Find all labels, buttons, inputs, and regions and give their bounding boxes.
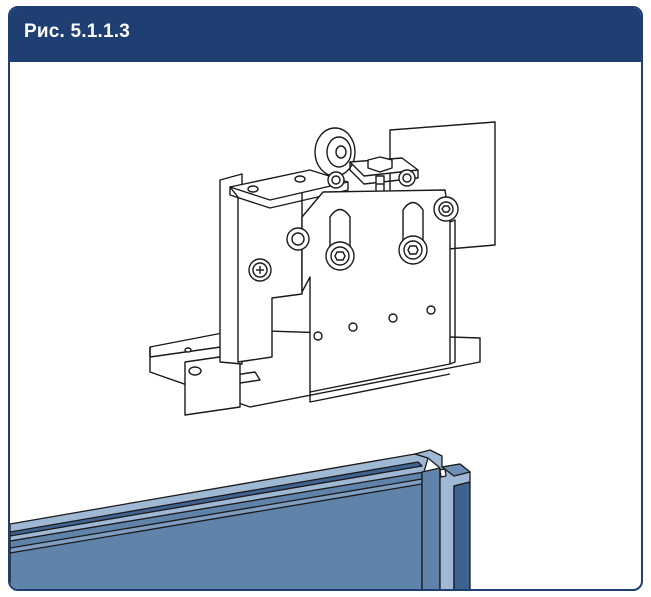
profile-end-cap	[421, 467, 441, 589]
socket-bolt-3	[433, 196, 459, 222]
adjuster-nut	[367, 156, 393, 173]
left-side-plate	[219, 173, 243, 365]
bolt-head-small	[188, 366, 202, 376]
front-plate	[301, 189, 451, 393]
figure-header: Рис. 5.1.1.3	[10, 8, 641, 62]
figure-frame: Рис. 5.1.1.3	[8, 6, 643, 591]
top-bolt-2	[294, 175, 306, 183]
phillips-screw	[248, 258, 272, 282]
carriage-illustration	[10, 121, 496, 589]
plate-hole-2	[348, 322, 358, 332]
door-profile	[10, 449, 471, 589]
socket-bolt-4	[286, 227, 310, 251]
figure-title: Рис. 5.1.1.3	[24, 21, 130, 42]
plate-hole-3	[388, 313, 398, 323]
plate-hole-1	[313, 331, 323, 341]
socket-bolt-2	[398, 235, 428, 265]
plate-hole-4	[426, 305, 436, 315]
socket-bolt-1	[325, 241, 355, 271]
top-bolt-1	[247, 185, 259, 193]
